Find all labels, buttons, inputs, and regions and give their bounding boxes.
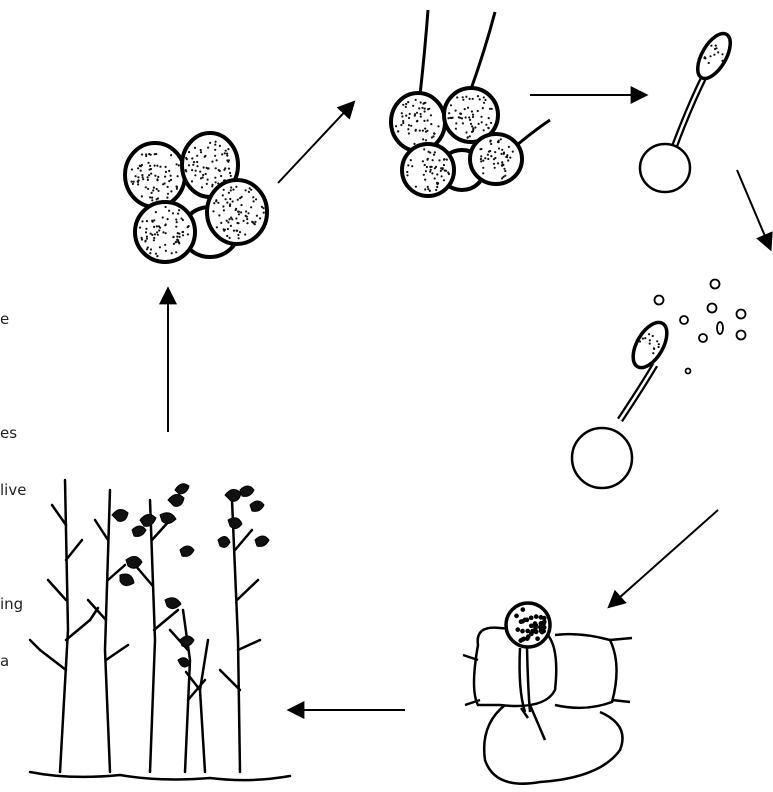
germinating-spore-cluster [391,10,550,196]
spore-release [572,280,746,489]
arrow-cluster-to-germinating [278,103,353,183]
host-tissue-infection [463,603,632,784]
spore-cluster [125,133,267,262]
side-text-line: live [0,481,130,500]
side-text-fragment: e es live ing a [0,272,130,690]
side-text-line: e [0,310,130,329]
arrow-single-to-release [737,170,770,248]
side-text-line [0,538,130,557]
spore-cluster-stage [125,133,267,262]
arrow-release-to-infection [610,510,718,606]
side-text-line: ing [0,595,130,614]
single-germinating-spore [640,28,737,192]
side-text-line: es [0,424,130,443]
side-text-line: a [0,652,130,671]
side-text-line [0,367,130,386]
